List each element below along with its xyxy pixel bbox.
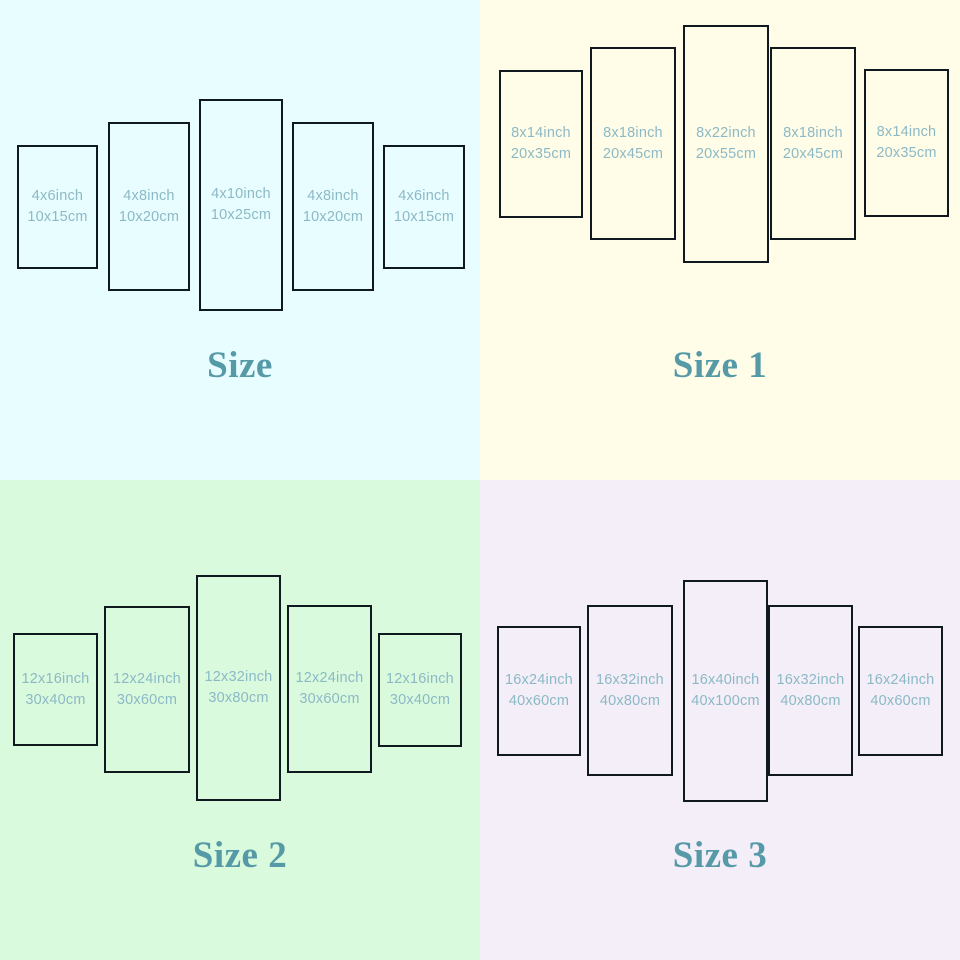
canvas-panel: 12x16inch 30x40cm: [378, 633, 462, 747]
panel-size-inches: 12x24inch: [295, 670, 364, 687]
panel-size-label: 4x8inch 10x20cm: [119, 186, 179, 227]
panel-size-inches: 8x14inch: [876, 124, 937, 141]
canvas-panel: 16x32inch 40x80cm: [587, 605, 673, 776]
canvas-panel: 8x18inch 20x45cm: [770, 47, 856, 240]
panel-size-label: 8x18inch 20x45cm: [603, 123, 663, 164]
quadrant-title-3: Size 2: [192, 835, 288, 876]
panel-size-label: 8x18inch 20x45cm: [783, 123, 843, 164]
panel-size-inches: 4x6inch: [398, 188, 450, 205]
panel-size-label: 16x24inch 40x60cm: [867, 670, 935, 711]
panel-set-1: 4x6inch 10x15cm 4x8inch 10x20cm 4x10inch 10x2…: [0, 0, 480, 480]
canvas-panel: 12x24inch 30x60cm: [104, 606, 190, 773]
panel-size-inches: 8x22inch: [696, 125, 756, 142]
size-option-quadrant-4: 16x24inch 40x60cm 16x32inch 40x80cm 16x40inc…: [480, 480, 960, 960]
canvas-panel: 8x14inch 20x35cm: [864, 69, 949, 217]
canvas-panel: 16x24inch 40x60cm: [858, 626, 943, 756]
panel-size-label: 8x14inch 20x35cm: [876, 122, 936, 163]
panel-size-centimeters: 20x45cm: [782, 145, 844, 162]
size-option-quadrant-2: 8x14inch 20x35cm 8x18inch 20x45cm 8x22inch 20…: [480, 0, 960, 480]
panel-size-inches: 12x16inch: [21, 670, 90, 687]
panel-size-inches: 16x24inch: [866, 672, 935, 689]
panel-size-centimeters: 20x35cm: [876, 145, 937, 161]
panel-size-centimeters: 20x45cm: [602, 145, 664, 162]
panel-size-label: 4x10inch 10x25cm: [211, 184, 271, 225]
panel-set-2: 8x14inch 20x35cm 8x18inch 20x45cm 8x22inch 20…: [480, 0, 960, 480]
panel-size-label: 12x16inch 30x40cm: [386, 669, 454, 710]
size-option-quadrant-3: 12x16inch 30x40cm 12x24inch 30x60cm 12x32inc…: [0, 480, 480, 960]
panel-size-inches: 8x14inch: [511, 125, 571, 142]
panel-size-label: 4x8inch 10x20cm: [303, 186, 363, 227]
panel-size-inches: 4x8inch: [123, 187, 175, 204]
panel-size-centimeters: 10x15cm: [393, 209, 455, 225]
panel-size-centimeters: 30x60cm: [116, 691, 178, 708]
canvas-panel: 8x18inch 20x45cm: [590, 47, 676, 240]
panel-size-label: 12x24inch 30x60cm: [296, 668, 364, 709]
panel-size-inches: 16x24inch: [505, 672, 573, 689]
panel-size-inches: 12x16inch: [386, 671, 454, 688]
panel-size-centimeters: 30x80cm: [208, 690, 269, 706]
panel-size-inches: 12x24inch: [113, 670, 181, 687]
panel-size-centimeters: 30x40cm: [389, 692, 451, 708]
panel-size-inches: 4x10inch: [211, 186, 271, 203]
panel-size-centimeters: 40x100cm: [691, 693, 760, 709]
panel-size-centimeters: 10x25cm: [210, 207, 272, 223]
panel-size-centimeters: 20x55cm: [695, 146, 757, 162]
panel-size-inches: 16x32inch: [776, 671, 845, 688]
panel-size-centimeters: 10x20cm: [302, 208, 364, 225]
canvas-panel: 4x8inch 10x20cm: [108, 122, 190, 291]
panel-size-inches: 4x6inch: [31, 188, 84, 205]
canvas-panel: 8x14inch 20x35cm: [499, 70, 583, 218]
panel-size-label: 4x6inch 10x15cm: [394, 186, 454, 227]
panel-size-label: 12x32inch 30x80cm: [205, 667, 273, 708]
panel-size-label: 12x16inch 30x40cm: [22, 669, 90, 710]
panel-size-label: 16x40inch 40x100cm: [691, 670, 760, 711]
canvas-panel: 16x40inch 40x100cm: [683, 580, 768, 802]
size-option-quadrant-1: 4x6inch 10x15cm 4x8inch 10x20cm 4x10inch 10x2…: [0, 0, 480, 480]
panel-size-centimeters: 40x80cm: [599, 692, 661, 709]
panel-size-centimeters: 30x40cm: [25, 691, 86, 708]
quadrant-title-2: Size 1: [672, 345, 768, 386]
canvas-panel: 16x24inch 40x60cm: [497, 626, 581, 756]
panel-size-centimeters: 40x60cm: [870, 693, 931, 709]
panel-size-label: 16x32inch 40x80cm: [596, 670, 664, 711]
panel-size-label: 8x22inch 20x55cm: [696, 123, 756, 164]
panel-size-label: 4x6inch 10x15cm: [27, 186, 87, 227]
canvas-panel: 8x22inch 20x55cm: [683, 25, 769, 263]
panel-size-inches: 8x18inch: [783, 124, 843, 141]
panel-size-inches: 16x40inch: [691, 672, 760, 689]
panel-size-label: 8x14inch 20x35cm: [511, 123, 571, 164]
panel-set-4: 16x24inch 40x60cm 16x32inch 40x80cm 16x40inc…: [480, 480, 960, 960]
quadrant-title-4: Size 3: [672, 835, 768, 876]
panel-size-centimeters: 40x80cm: [780, 692, 841, 709]
panel-size-centimeters: 20x35cm: [510, 146, 572, 162]
panel-size-inches: 16x32inch: [596, 671, 664, 688]
canvas-panel: 12x24inch 30x60cm: [287, 605, 372, 773]
canvas-panel: 16x32inch 40x80cm: [768, 605, 853, 776]
canvas-panel: 12x32inch 30x80cm: [196, 575, 281, 801]
panel-size-label: 16x32inch 40x80cm: [777, 670, 845, 711]
panel-size-inches: 8x18inch: [603, 124, 663, 141]
canvas-panel: 12x16inch 30x40cm: [13, 633, 98, 746]
panel-set-3: 12x16inch 30x40cm 12x24inch 30x60cm 12x32inc…: [0, 480, 480, 960]
quadrant-title-1: Size: [207, 345, 273, 386]
panel-size-label: 12x24inch 30x60cm: [113, 669, 181, 710]
canvas-panel: 4x6inch 10x15cm: [383, 145, 465, 269]
panel-size-centimeters: 10x15cm: [27, 209, 88, 225]
panel-size-label: 16x24inch 40x60cm: [505, 670, 573, 711]
canvas-panel: 4x6inch 10x15cm: [17, 145, 98, 269]
panel-size-inches: 12x32inch: [204, 669, 273, 686]
panel-size-centimeters: 30x60cm: [299, 691, 360, 707]
canvas-panel: 4x8inch 10x20cm: [292, 122, 374, 291]
panel-size-centimeters: 40x60cm: [508, 693, 570, 709]
panel-size-centimeters: 10x20cm: [118, 208, 180, 225]
canvas-panel: 4x10inch 10x25cm: [199, 99, 283, 311]
panel-size-inches: 4x8inch: [307, 187, 359, 204]
